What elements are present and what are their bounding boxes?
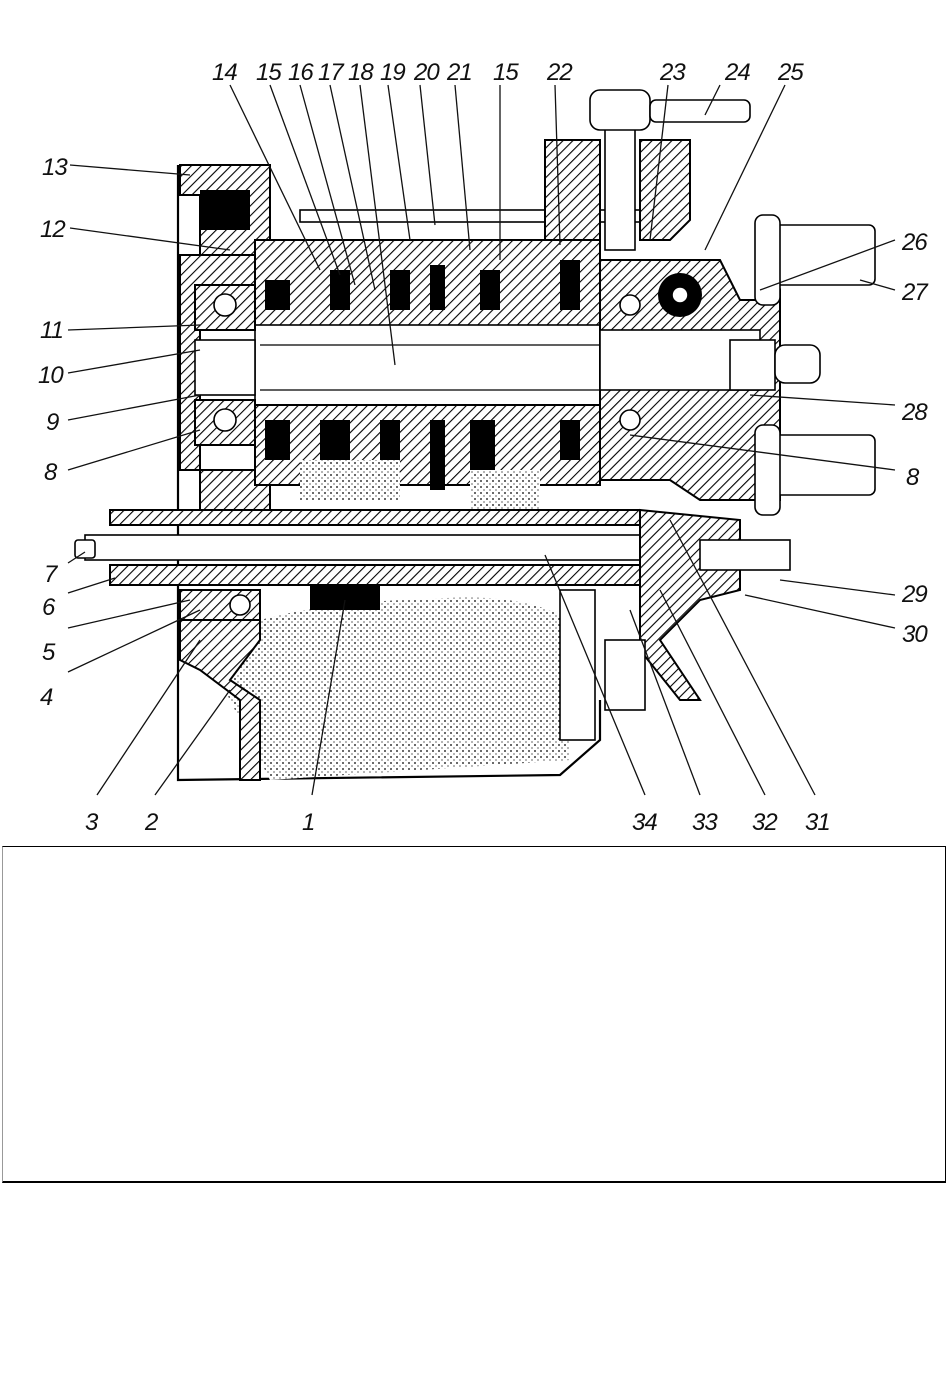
callout-32: 32 [752, 809, 777, 836]
callouts-top: 14 15 16 17 18 19 20 21 15 22 23 24 25 [212, 59, 805, 86]
callout-23: 23 [659, 59, 686, 86]
output-flange [599, 214, 876, 516]
callout-24: 24 [724, 59, 750, 86]
callout-29: 29 [901, 581, 927, 608]
callout-17: 17 [318, 59, 345, 86]
callout-12: 12 [40, 216, 65, 243]
callout-20: 20 [413, 59, 440, 86]
callout-27: 27 [901, 279, 929, 306]
callout-5: 5 [42, 639, 56, 666]
callout-31: 31 [805, 809, 830, 836]
callout-26: 26 [901, 229, 928, 256]
gearbox-cross-section-diagram: 14 15 16 17 18 19 20 21 15 22 23 24 25 1… [38, 59, 930, 836]
callout-8-right: 8 [906, 464, 920, 491]
main-shaft [254, 239, 606, 510]
callout-34: 34 [632, 809, 657, 836]
callout-9: 9 [46, 409, 59, 436]
callout-2: 2 [144, 809, 158, 836]
callout-10: 10 [38, 362, 64, 389]
callout-21: 21 [446, 59, 472, 86]
callout-22: 22 [546, 59, 572, 86]
callout-19: 19 [380, 59, 405, 86]
callout-16: 16 [288, 59, 314, 86]
callout-18: 18 [348, 59, 374, 86]
callout-28: 28 [901, 399, 928, 426]
callout-4: 4 [40, 684, 53, 711]
empty-caption-box [2, 846, 946, 1183]
callout-15: 15 [256, 59, 282, 86]
callout-33: 33 [692, 809, 718, 836]
counter-shaft [74, 508, 791, 741]
callout-13: 13 [42, 154, 68, 181]
callout-7: 7 [44, 561, 59, 588]
left-bearings [194, 284, 256, 446]
callout-8-left: 8 [44, 459, 58, 486]
callout-11: 11 [40, 317, 63, 344]
callout-25: 25 [777, 59, 804, 86]
leader-lines [67, 84, 896, 796]
callout-6: 6 [42, 594, 56, 621]
callouts-left: 13 12 11 10 9 8 7 6 5 4 [38, 154, 69, 711]
callouts-right: 26 27 28 8 29 30 [901, 229, 930, 648]
callout-3: 3 [85, 809, 99, 836]
callout-1: 1 [302, 809, 314, 836]
callout-14: 14 [212, 59, 237, 86]
callout-15b: 15 [493, 59, 519, 86]
callouts-bottom: 3 2 1 34 33 32 31 [85, 809, 831, 836]
callout-30: 30 [902, 621, 928, 648]
